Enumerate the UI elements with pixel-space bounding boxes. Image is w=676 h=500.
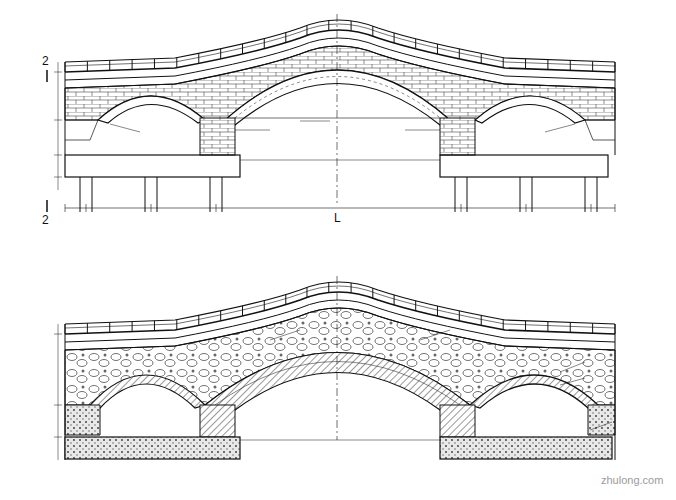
railing-post — [132, 322, 133, 332]
railing-post — [459, 49, 460, 59]
railing-post — [87, 61, 88, 71]
railing-post — [394, 295, 395, 305]
centerline-marker: L — [333, 212, 342, 225]
railing-post — [306, 25, 307, 35]
railing-post — [394, 33, 395, 43]
railing-post — [109, 322, 110, 332]
railing-post — [525, 59, 526, 69]
railing-post — [154, 59, 155, 69]
railing-post — [264, 39, 265, 49]
railing-post — [372, 26, 373, 36]
railing-post — [328, 21, 329, 31]
railing-post — [547, 322, 548, 332]
railing-post — [176, 58, 177, 68]
railing-post — [176, 320, 177, 330]
railing-post — [351, 21, 352, 31]
watermark: zhulong.com — [600, 474, 664, 486]
railing-post — [132, 60, 133, 70]
railing-post — [220, 49, 221, 59]
railing-post — [328, 283, 329, 293]
railing-post — [481, 315, 482, 325]
railing-post — [437, 44, 438, 54]
railing-post — [415, 301, 416, 311]
railing-post — [525, 321, 526, 331]
railing-post — [306, 287, 307, 297]
section-marker: 2 — [41, 55, 50, 68]
railing-post — [503, 320, 504, 330]
railing-post — [242, 306, 243, 316]
railing-post — [154, 321, 155, 331]
railing-post — [242, 44, 243, 54]
railing-post — [109, 60, 110, 70]
railing-post — [592, 323, 593, 333]
railing-post — [459, 311, 460, 321]
railing-post — [87, 323, 88, 333]
railing-post — [570, 322, 571, 332]
railing-post — [285, 33, 286, 43]
section-marker: 2 — [41, 214, 50, 227]
railing-post — [592, 61, 593, 71]
railing-post — [570, 60, 571, 70]
railing-post — [264, 301, 265, 311]
railing-post — [503, 58, 504, 68]
railing-post — [372, 288, 373, 298]
railing-post — [415, 39, 416, 49]
railing-post — [198, 53, 199, 63]
railing-post — [437, 306, 438, 316]
railing-post — [198, 315, 199, 325]
railing-post — [220, 311, 221, 321]
railing-post — [351, 283, 352, 293]
railing-post — [285, 295, 286, 305]
railing-post — [481, 53, 482, 63]
railing-post — [547, 60, 548, 70]
